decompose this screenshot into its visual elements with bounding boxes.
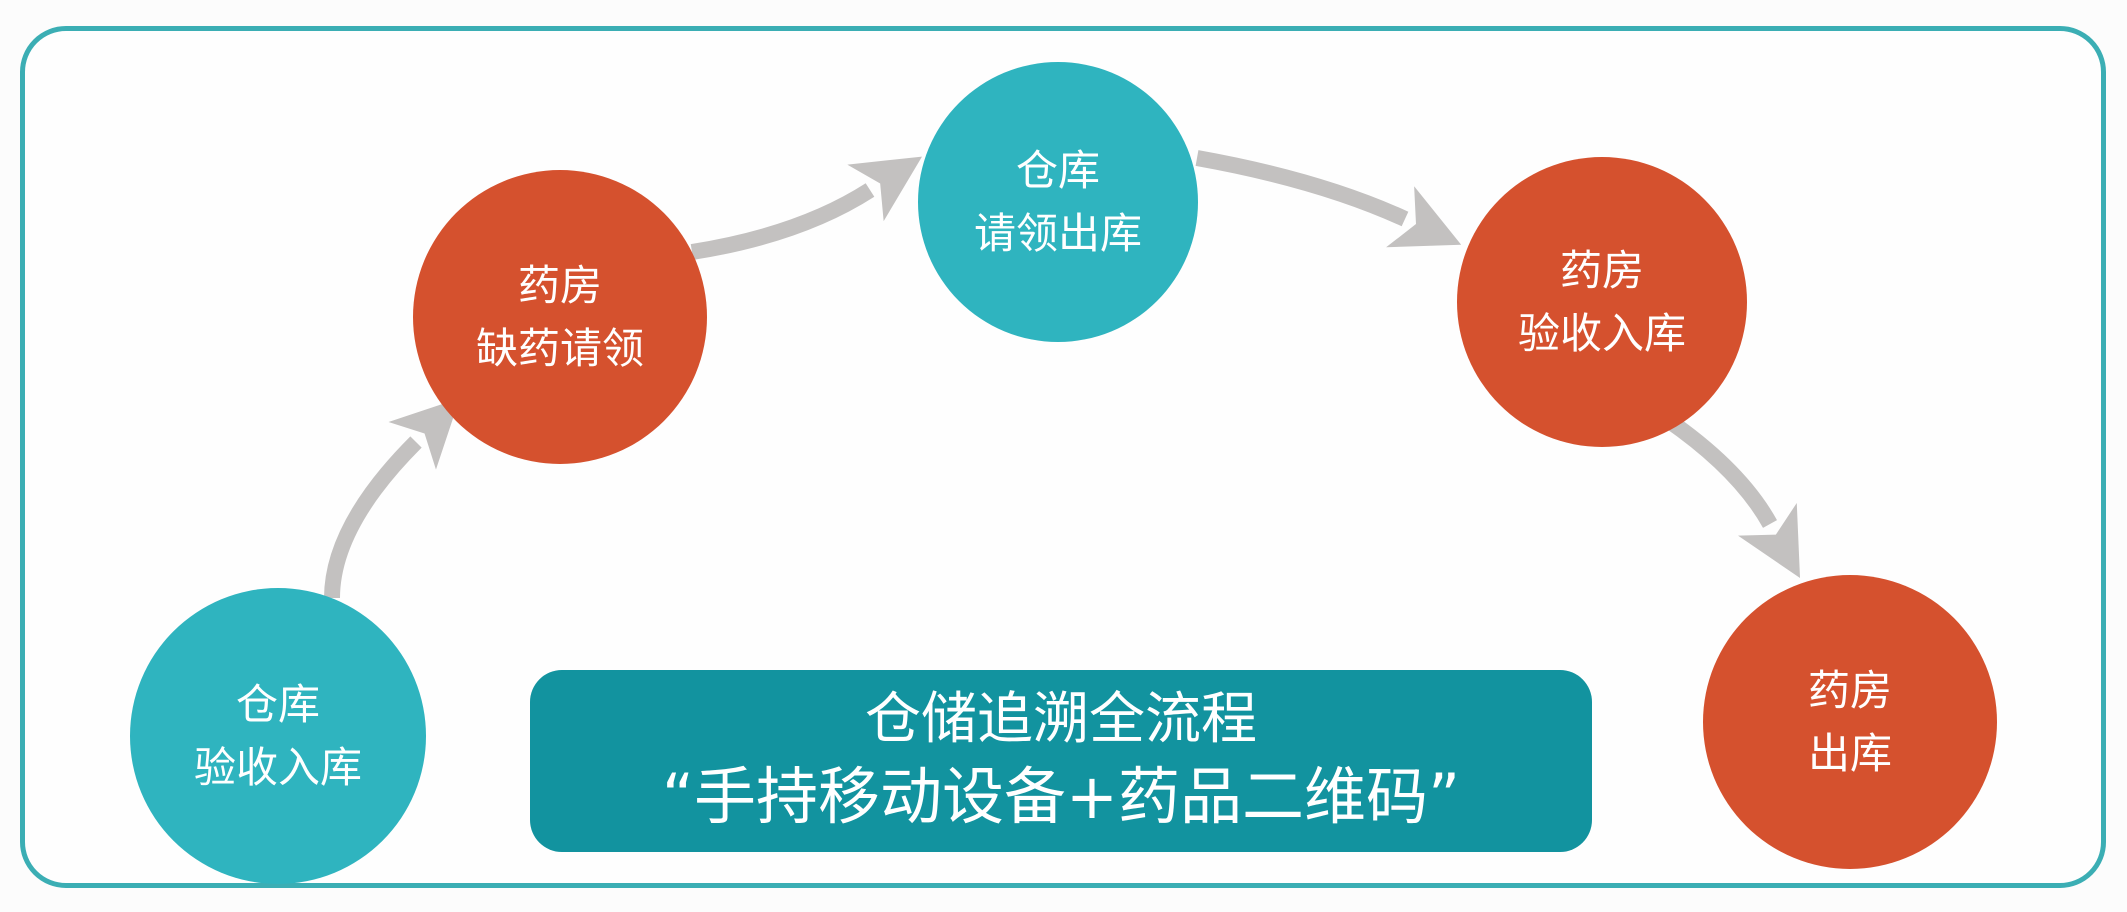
node-label-line: 请领出库 <box>973 209 1142 258</box>
node-label-line: 仓库 <box>1015 146 1100 195</box>
node-label-line: 验收入库 <box>193 743 362 792</box>
node-pharmacy-shortage-request: 药房 缺药请领 <box>413 170 707 464</box>
node-label-line: 药房 <box>517 261 602 310</box>
arrow-1-warehouse-to-pharmacy-request <box>324 398 460 599</box>
node-pharmacy-outbound: 药房 出库 <box>1703 575 1997 869</box>
node-label-line: 验收入库 <box>1517 309 1686 358</box>
node-warehouse-receive-inbound: 仓库 验收入库 <box>130 588 426 884</box>
banner-title: 仓储追溯全流程 <box>865 687 1257 753</box>
node-label-line: 出库 <box>1807 729 1892 778</box>
process-title-banner: 仓储追溯全流程 “手持移动设备+药品二维码” <box>530 670 1592 852</box>
node-warehouse-request-outbound: 仓库 请领出库 <box>918 62 1198 342</box>
arrow-3-warehouse-outbound-to-pharmacy-inbound <box>1195 150 1462 248</box>
arrow-2-pharmacy-request-to-warehouse-outbound <box>690 156 923 260</box>
banner-subtitle: “手持移动设备+药品二维码” <box>661 760 1461 834</box>
node-label-line: 药房 <box>1807 666 1892 715</box>
node-label-line: 仓库 <box>235 680 320 729</box>
node-label-line: 缺药请领 <box>475 324 644 373</box>
node-pharmacy-receive-inbound: 药房 验收入库 <box>1457 157 1747 447</box>
arrow-4-pharmacy-inbound-to-pharmacy-outbound <box>1663 413 1801 579</box>
node-label-line: 药房 <box>1559 246 1644 295</box>
